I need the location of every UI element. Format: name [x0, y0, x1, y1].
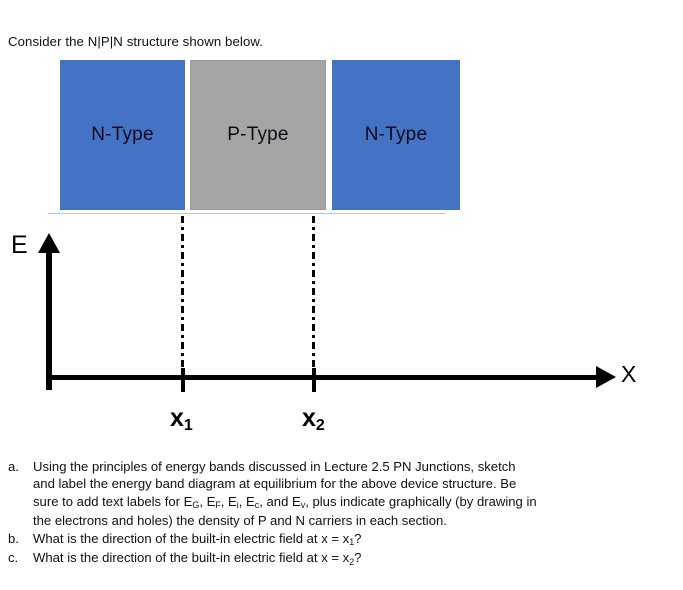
x-axis-line [46, 375, 606, 380]
junction-line-x1 [181, 216, 184, 375]
question-subscript: G [192, 500, 200, 511]
question-subscript: F [215, 500, 221, 511]
block-label: N-Type [364, 124, 428, 145]
block-n-type-left: N-Type [60, 60, 185, 210]
device-baseline-rule [48, 213, 445, 214]
question-run: Using the principles of energy bands dis… [33, 459, 516, 474]
question-item-a: a. Using the principles of energy bands … [0, 458, 683, 530]
x-tick-x1 [181, 368, 185, 392]
x-axis-label: X [621, 361, 637, 387]
device-structure-diagram: N-Type P-Type N-Type [0, 0, 683, 230]
question-item-b: b. What is the direction of the built-in… [0, 530, 683, 549]
question-run: , and E [259, 493, 301, 509]
y-axis-line [46, 250, 52, 390]
intro-text: Consider the N|P|N structure shown below… [8, 34, 264, 49]
question-subscript: i [236, 500, 239, 511]
question-run: , E [238, 493, 255, 509]
x-axis-arrowhead-icon [596, 366, 616, 388]
question-run: and label the energy band diagram at equ… [33, 476, 517, 492]
question-marker: c. [8, 550, 19, 566]
question-subscript: v [300, 500, 306, 511]
question-run: , E [220, 493, 237, 509]
question-text: Using the principles of energy bands dis… [33, 458, 683, 530]
tick-label-base: x [170, 404, 184, 432]
question-run: sure to add text labels for E [33, 493, 193, 509]
question-list: a. Using the principles of energy bands … [0, 458, 683, 568]
y-axis-arrowhead-icon [38, 233, 60, 253]
tick-label-x1: x1 [170, 405, 193, 435]
block-label: N-Type [91, 124, 154, 145]
tick-label-x2: x2 [302, 405, 325, 435]
block-p-type-middle: P-Type [190, 60, 326, 210]
block-n-type-right: N-Type [332, 60, 460, 210]
junction-line-x2 [312, 216, 315, 375]
energy-axis-diagram [0, 215, 683, 445]
question-marker: a. [8, 459, 19, 474]
y-axis-label: E [11, 231, 28, 259]
question-text: What is the direction of the built-in el… [33, 550, 362, 567]
tick-label-subscript: 1 [183, 417, 193, 435]
question-run: , E [199, 493, 216, 509]
question-text: What is the direction of the built-in el… [33, 530, 362, 548]
x-tick-x2 [312, 368, 316, 392]
tick-label-subscript: 2 [315, 417, 325, 435]
question-item-c: c. What is the direction of the built-in… [0, 549, 683, 568]
tick-label-base: x [302, 404, 316, 432]
question-run: the electrons and holes) the density of … [33, 513, 447, 529]
question-subscript: c [254, 500, 260, 511]
question-run: , plus indicate graphically (by drawing … [305, 493, 537, 509]
question-marker: b. [8, 530, 19, 546]
block-label: P-Type [227, 124, 289, 145]
